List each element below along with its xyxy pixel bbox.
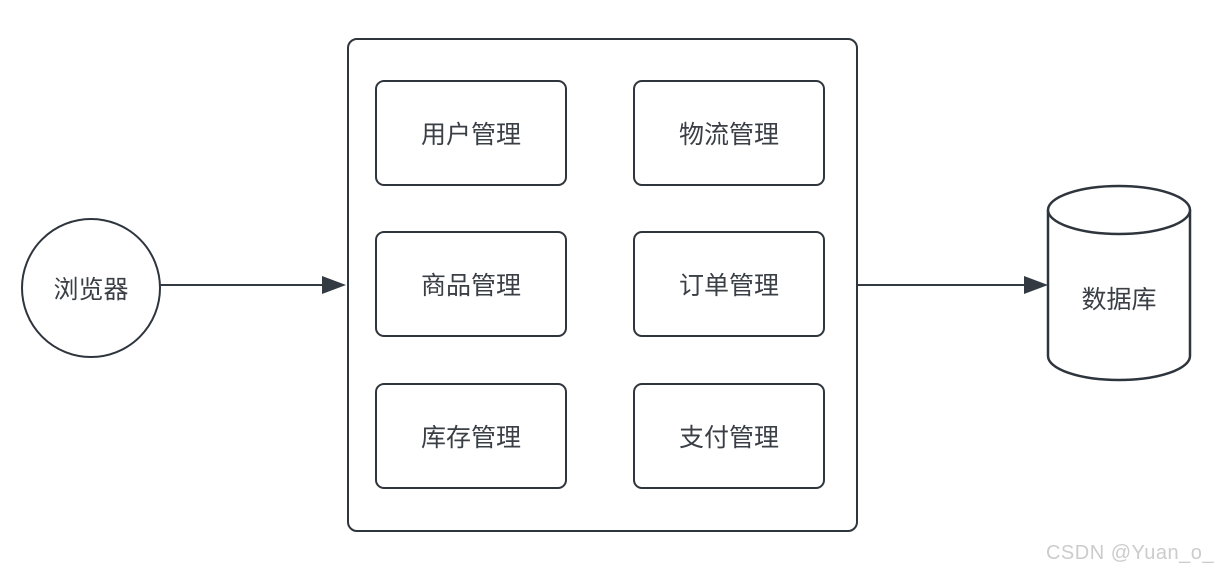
arrow-head-icon bbox=[322, 276, 346, 294]
arrow-head-icon bbox=[1024, 276, 1048, 294]
module-label: 物流管理 bbox=[678, 121, 779, 149]
module-label: 支付管理 bbox=[678, 424, 779, 452]
module-label: 用户管理 bbox=[420, 121, 521, 149]
database-node[interactable]: 数据库 bbox=[1045, 183, 1193, 383]
browser-node-label: 浏览器 bbox=[53, 276, 129, 304]
database-label: 数据库 bbox=[1081, 286, 1157, 314]
module-label: 库存管理 bbox=[420, 424, 521, 452]
module-box-inventory-management[interactable]: 库存管理 bbox=[375, 383, 567, 489]
module-box-product-management[interactable]: 商品管理 bbox=[375, 231, 567, 337]
watermark-text: CSDN @Yuan_o_ bbox=[1045, 542, 1214, 564]
module-label: 订单管理 bbox=[678, 272, 779, 300]
module-box-user-management[interactable]: 用户管理 bbox=[375, 80, 567, 186]
module-box-logistics-management[interactable]: 物流管理 bbox=[633, 80, 825, 186]
arrow-browser-to-system bbox=[160, 275, 346, 295]
arrow-shaft bbox=[160, 283, 322, 287]
database-cylinder-icon bbox=[1046, 184, 1192, 382]
arrow-shaft bbox=[858, 283, 1024, 287]
module-box-payment-management[interactable]: 支付管理 bbox=[633, 383, 825, 489]
browser-node[interactable]: 浏览器 bbox=[21, 218, 161, 358]
arrow-system-to-database bbox=[858, 275, 1048, 295]
module-box-order-management[interactable]: 订单管理 bbox=[633, 231, 825, 337]
module-label: 商品管理 bbox=[420, 272, 521, 300]
